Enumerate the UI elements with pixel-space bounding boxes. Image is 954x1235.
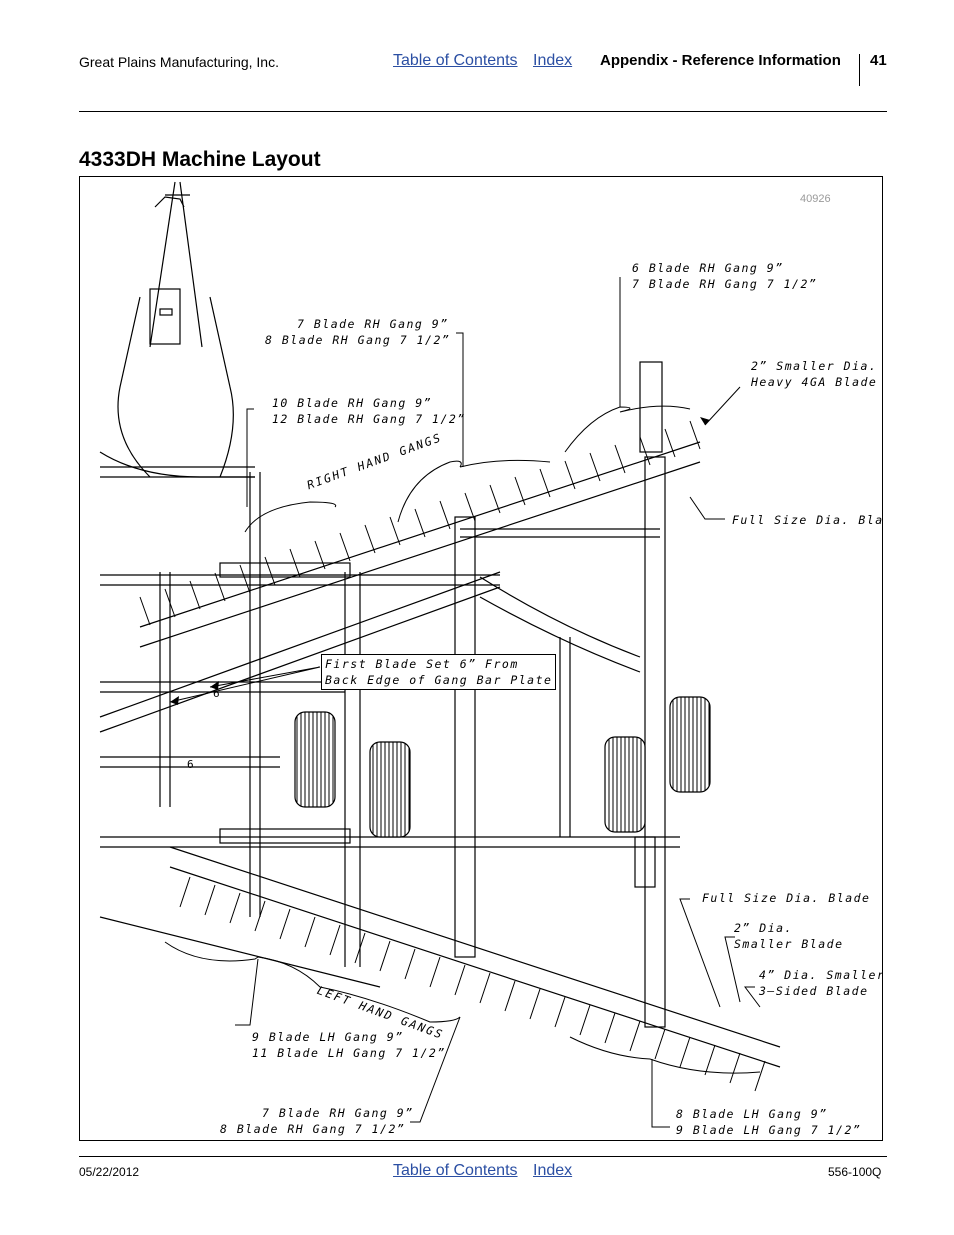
footer-index-link[interactable]: Index bbox=[533, 1162, 573, 1179]
machine-layout-figure: 40926 6 Blade RH Gang 9”7 Blade RH Gang … bbox=[79, 176, 883, 1141]
label-2-dia-smaller-blade: 2” Dia.Smaller Blade bbox=[734, 921, 844, 951]
label-8-blade-lh-gang: 8 Blade LH Gang 9”9 Blade LH Gang 7 1/2” bbox=[676, 1107, 862, 1137]
label-10-blade-rh-gang: 10 Blade RH Gang 9”12 Blade RH Gang 7 1/… bbox=[272, 396, 466, 426]
header-index-link[interactable]: Index bbox=[533, 52, 573, 69]
dimension-6-lower: 6 bbox=[187, 758, 194, 771]
label-9-blade-lh-gang: 9 Blade LH Gang 9”11 Blade LH Gang 7 1/2… bbox=[252, 1030, 446, 1060]
label-7-blade-rh-gang-bottom: 7 Blade RH Gang 9”8 Blade RH Gang 7 1/2” bbox=[220, 1106, 414, 1136]
company-name: Great Plains Manufacturing, Inc. bbox=[79, 54, 279, 70]
figure-id: 40926 bbox=[800, 193, 831, 205]
label-full-size-blade-lower: Full Size Dia. Blade bbox=[702, 891, 871, 905]
machine-drawing bbox=[99, 181, 781, 1128]
label-smaller-dia-blade: 2” Smaller Dia.Heavy 4GA Blade bbox=[751, 359, 878, 389]
document-code: 556-100Q bbox=[828, 1165, 882, 1179]
header-divider bbox=[859, 54, 860, 86]
label-6-blade-rh-gang: 6 Blade RH Gang 9”7 Blade RH Gang 7 1/2” bbox=[632, 261, 818, 291]
footer-date: 05/22/2012 bbox=[79, 1165, 140, 1179]
page-number: 41 bbox=[870, 52, 887, 69]
header-toc-link[interactable]: Table of Contents bbox=[393, 52, 518, 69]
footer-toc-link[interactable]: Table of Contents bbox=[393, 1162, 518, 1179]
dimension-6-upper: 6 bbox=[213, 687, 220, 700]
label-7-blade-rh-gang-upper: 7 Blade RH Gang 9”8 Blade RH Gang 7 1/2” bbox=[265, 317, 451, 347]
header-rule bbox=[79, 111, 887, 112]
footer-rule bbox=[79, 1156, 887, 1157]
page-title: 4333DH Machine Layout bbox=[79, 148, 321, 171]
label-full-size-blade-upper: Full Size Dia. Blade bbox=[732, 513, 883, 527]
section-title: Appendix - Reference Information bbox=[600, 52, 841, 69]
